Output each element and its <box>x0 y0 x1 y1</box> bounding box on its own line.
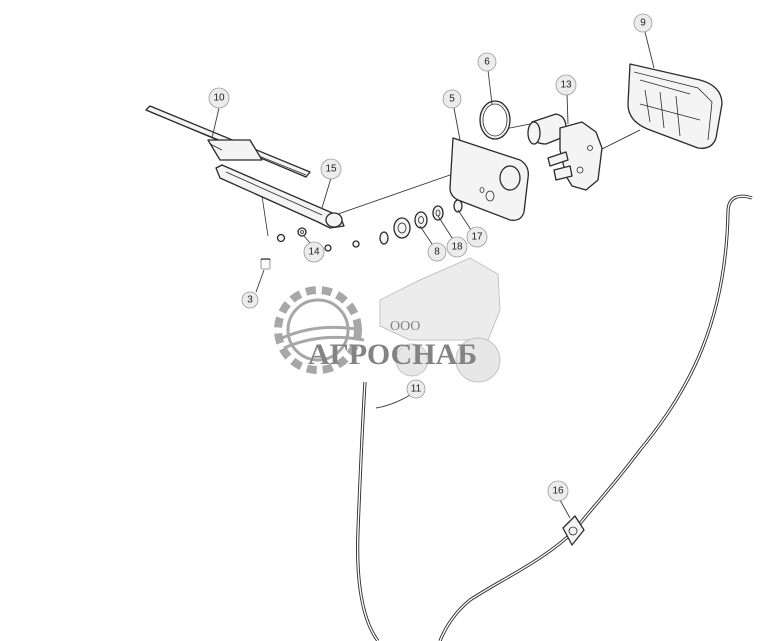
callout-16: 16 <box>547 480 569 502</box>
callout-15-label: 15 <box>325 164 337 175</box>
washer-hose-long <box>438 194 753 641</box>
washer-hose-11 <box>356 381 380 641</box>
callout-10: 10 <box>208 87 230 109</box>
callout-10-label: 10 <box>213 93 225 104</box>
hose-clip-16 <box>562 515 585 546</box>
callout-5: 5 <box>442 89 462 109</box>
motor-axis-line <box>599 129 641 151</box>
callout-6: 6 <box>477 52 497 72</box>
callout-3: 3 <box>241 291 259 309</box>
callout-6-label: 6 <box>484 57 490 68</box>
gear-icon <box>274 286 365 374</box>
callout-16-label: 16 <box>552 486 564 497</box>
callout-17: 17 <box>466 226 488 248</box>
callout-18-label: 18 <box>451 242 463 253</box>
callout-18: 18 <box>446 236 468 258</box>
wiper-blade-10 <box>145 105 311 178</box>
callout-14: 14 <box>303 241 325 263</box>
callout-9-label: 9 <box>640 18 646 29</box>
shaft-axis-line <box>337 167 471 215</box>
callout-5-label: 5 <box>449 94 455 105</box>
callout-13: 13 <box>555 74 577 96</box>
harvester-logo <box>379 257 501 383</box>
callout-15: 15 <box>320 158 342 180</box>
callout-11-label: 11 <box>411 384 422 395</box>
nut-hardware <box>276 227 389 252</box>
callout-8-label: 8 <box>434 247 440 258</box>
washer-18 <box>414 211 428 229</box>
wiper-arm-15 <box>215 164 345 237</box>
motor-cover-9 <box>627 63 723 149</box>
callout-14-label: 14 <box>308 247 320 258</box>
gasket-plate-5 <box>449 137 529 221</box>
watermark-prefix: ООО <box>390 319 420 334</box>
watermark: ООО АГРОСНАБ <box>250 257 535 383</box>
callout-11: 11 <box>406 379 426 399</box>
watermark-company: АГРОСНАБ <box>308 338 477 371</box>
callout-3-label: 3 <box>247 295 253 306</box>
callout-13-label: 13 <box>560 80 572 91</box>
callout-17-label: 17 <box>471 232 483 243</box>
wiper-motor-13 <box>527 113 603 191</box>
callout-8: 8 <box>427 242 447 262</box>
o-ring-6 <box>479 100 511 140</box>
washer-17a <box>432 205 444 221</box>
callout-9: 9 <box>633 13 653 33</box>
seal-washer-8 <box>393 217 411 239</box>
